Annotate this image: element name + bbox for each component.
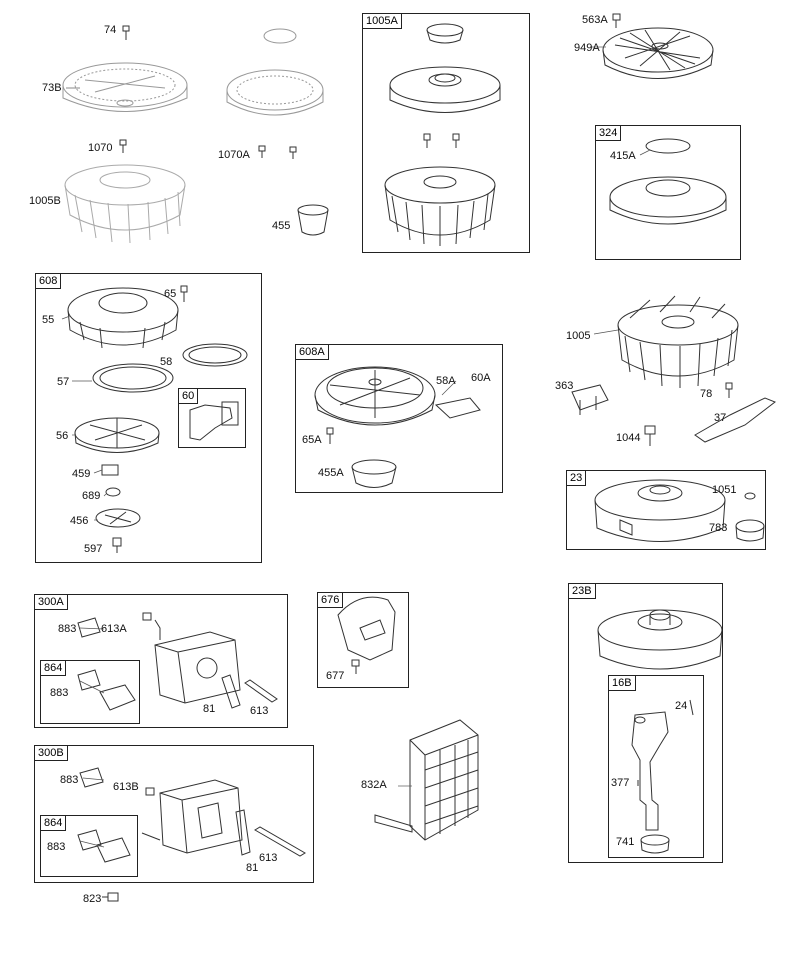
label-58: 58 — [160, 356, 173, 368]
part-608A-starter — [314, 366, 481, 488]
box-label-864-b: 864 — [41, 816, 67, 831]
label-563A: 563A — [582, 14, 608, 26]
label-456: 456 — [70, 515, 89, 527]
box-864-a: 864 — [40, 660, 140, 724]
label-56: 56 — [56, 430, 69, 442]
leader-lines — [61, 46, 651, 848]
part-300A-muffler — [77, 612, 278, 709]
label-823: 823 — [83, 893, 102, 905]
part-363-brake — [571, 384, 609, 415]
label-1044: 1044 — [616, 432, 641, 444]
box-300B: 300B — [34, 745, 314, 883]
part-74-screw — [122, 25, 130, 40]
box-label-16B: 16B — [609, 676, 636, 691]
part-23-flywheel — [594, 479, 765, 542]
box-label-324: 324 — [596, 126, 622, 141]
box-label-864-a: 864 — [41, 661, 67, 676]
box-676: 676 — [317, 592, 409, 688]
label-81-b: 81 — [246, 862, 259, 874]
label-415A: 415A — [610, 150, 636, 162]
label-597: 597 — [84, 543, 103, 555]
part-864b-gasket — [77, 829, 131, 902]
box-608: 608 — [35, 273, 262, 563]
box-label-608: 608 — [36, 274, 62, 289]
label-74: 74 — [104, 24, 117, 36]
part-1005B-flywheel-fan — [64, 164, 186, 244]
label-832A: 832A — [361, 779, 387, 791]
box-label-300B: 300B — [35, 746, 68, 761]
part-455-cup — [297, 204, 329, 236]
box-label-23B: 23B — [569, 584, 596, 599]
label-883-d: 883 — [47, 841, 66, 853]
box-300A: 300A — [34, 594, 288, 728]
label-613A: 613A — [101, 623, 127, 635]
box-864-b: 864 — [40, 815, 138, 877]
label-883-c: 883 — [60, 774, 79, 786]
label-78: 78 — [700, 388, 713, 400]
box-label-676: 676 — [318, 593, 344, 608]
label-57: 57 — [57, 376, 70, 388]
part-16B-crankshaft — [631, 699, 694, 854]
part-1005A-assembly — [384, 23, 501, 246]
label-363: 363 — [555, 380, 574, 392]
label-65: 65 — [164, 288, 177, 300]
label-60A: 60A — [471, 372, 491, 384]
part-73B-fan-cover — [62, 62, 188, 112]
label-37: 37 — [714, 412, 727, 424]
label-73B: 73B — [42, 82, 62, 94]
box-1005A: 1005A — [362, 13, 530, 253]
label-377: 377 — [611, 777, 630, 789]
part-608-starter — [67, 285, 248, 553]
label-613-b: 613 — [259, 852, 278, 864]
box-label-60: 60 — [179, 389, 199, 404]
part-1070-screws — [119, 139, 297, 159]
label-883-b: 883 — [50, 687, 69, 699]
box-label-608A: 608A — [296, 345, 329, 360]
box-label-300A: 300A — [35, 595, 68, 610]
box-23B: 23B — [568, 583, 723, 863]
label-1051: 1051 — [712, 484, 737, 496]
label-455: 455 — [272, 220, 291, 232]
box-60: 60 — [178, 388, 246, 448]
label-1070A: 1070A — [218, 149, 250, 161]
label-741: 741 — [616, 836, 635, 848]
box-23: 23 — [566, 470, 766, 550]
part-78-37-1044 — [644, 382, 777, 446]
label-24: 24 — [675, 700, 688, 712]
label-65A: 65A — [302, 434, 322, 446]
part-60-handle — [189, 401, 239, 441]
label-1005: 1005 — [566, 330, 591, 342]
label-883-a: 883 — [58, 623, 77, 635]
label-58A: 58A — [436, 375, 456, 387]
box-label-1005A: 1005A — [363, 14, 402, 29]
part-949A-blower-screen — [602, 13, 714, 79]
label-689: 689 — [82, 490, 101, 502]
label-1070: 1070 — [88, 142, 113, 154]
part-1005-fan — [617, 295, 739, 388]
box-label-23: 23 — [567, 471, 587, 486]
part-864a-gasket — [77, 669, 136, 711]
label-677: 677 — [326, 670, 345, 682]
box-608A: 608A — [295, 344, 503, 493]
label-783: 783 — [709, 522, 728, 534]
part-300B-muffler — [79, 767, 306, 857]
box-324: 324 — [595, 125, 741, 260]
label-81-a: 81 — [203, 703, 216, 715]
part-cover-alt — [226, 28, 324, 116]
part-832A-guard — [374, 719, 479, 841]
box-16B: 16B — [608, 675, 704, 858]
part-676-deflector — [337, 596, 396, 674]
part-324-assembly — [609, 138, 727, 225]
label-55: 55 — [42, 314, 55, 326]
label-455A: 455A — [318, 467, 344, 479]
label-949A: 949A — [574, 42, 600, 54]
label-613B: 613B — [113, 781, 139, 793]
label-459: 459 — [72, 468, 91, 480]
label-613-a: 613 — [250, 705, 269, 717]
label-1005B: 1005B — [29, 195, 61, 207]
